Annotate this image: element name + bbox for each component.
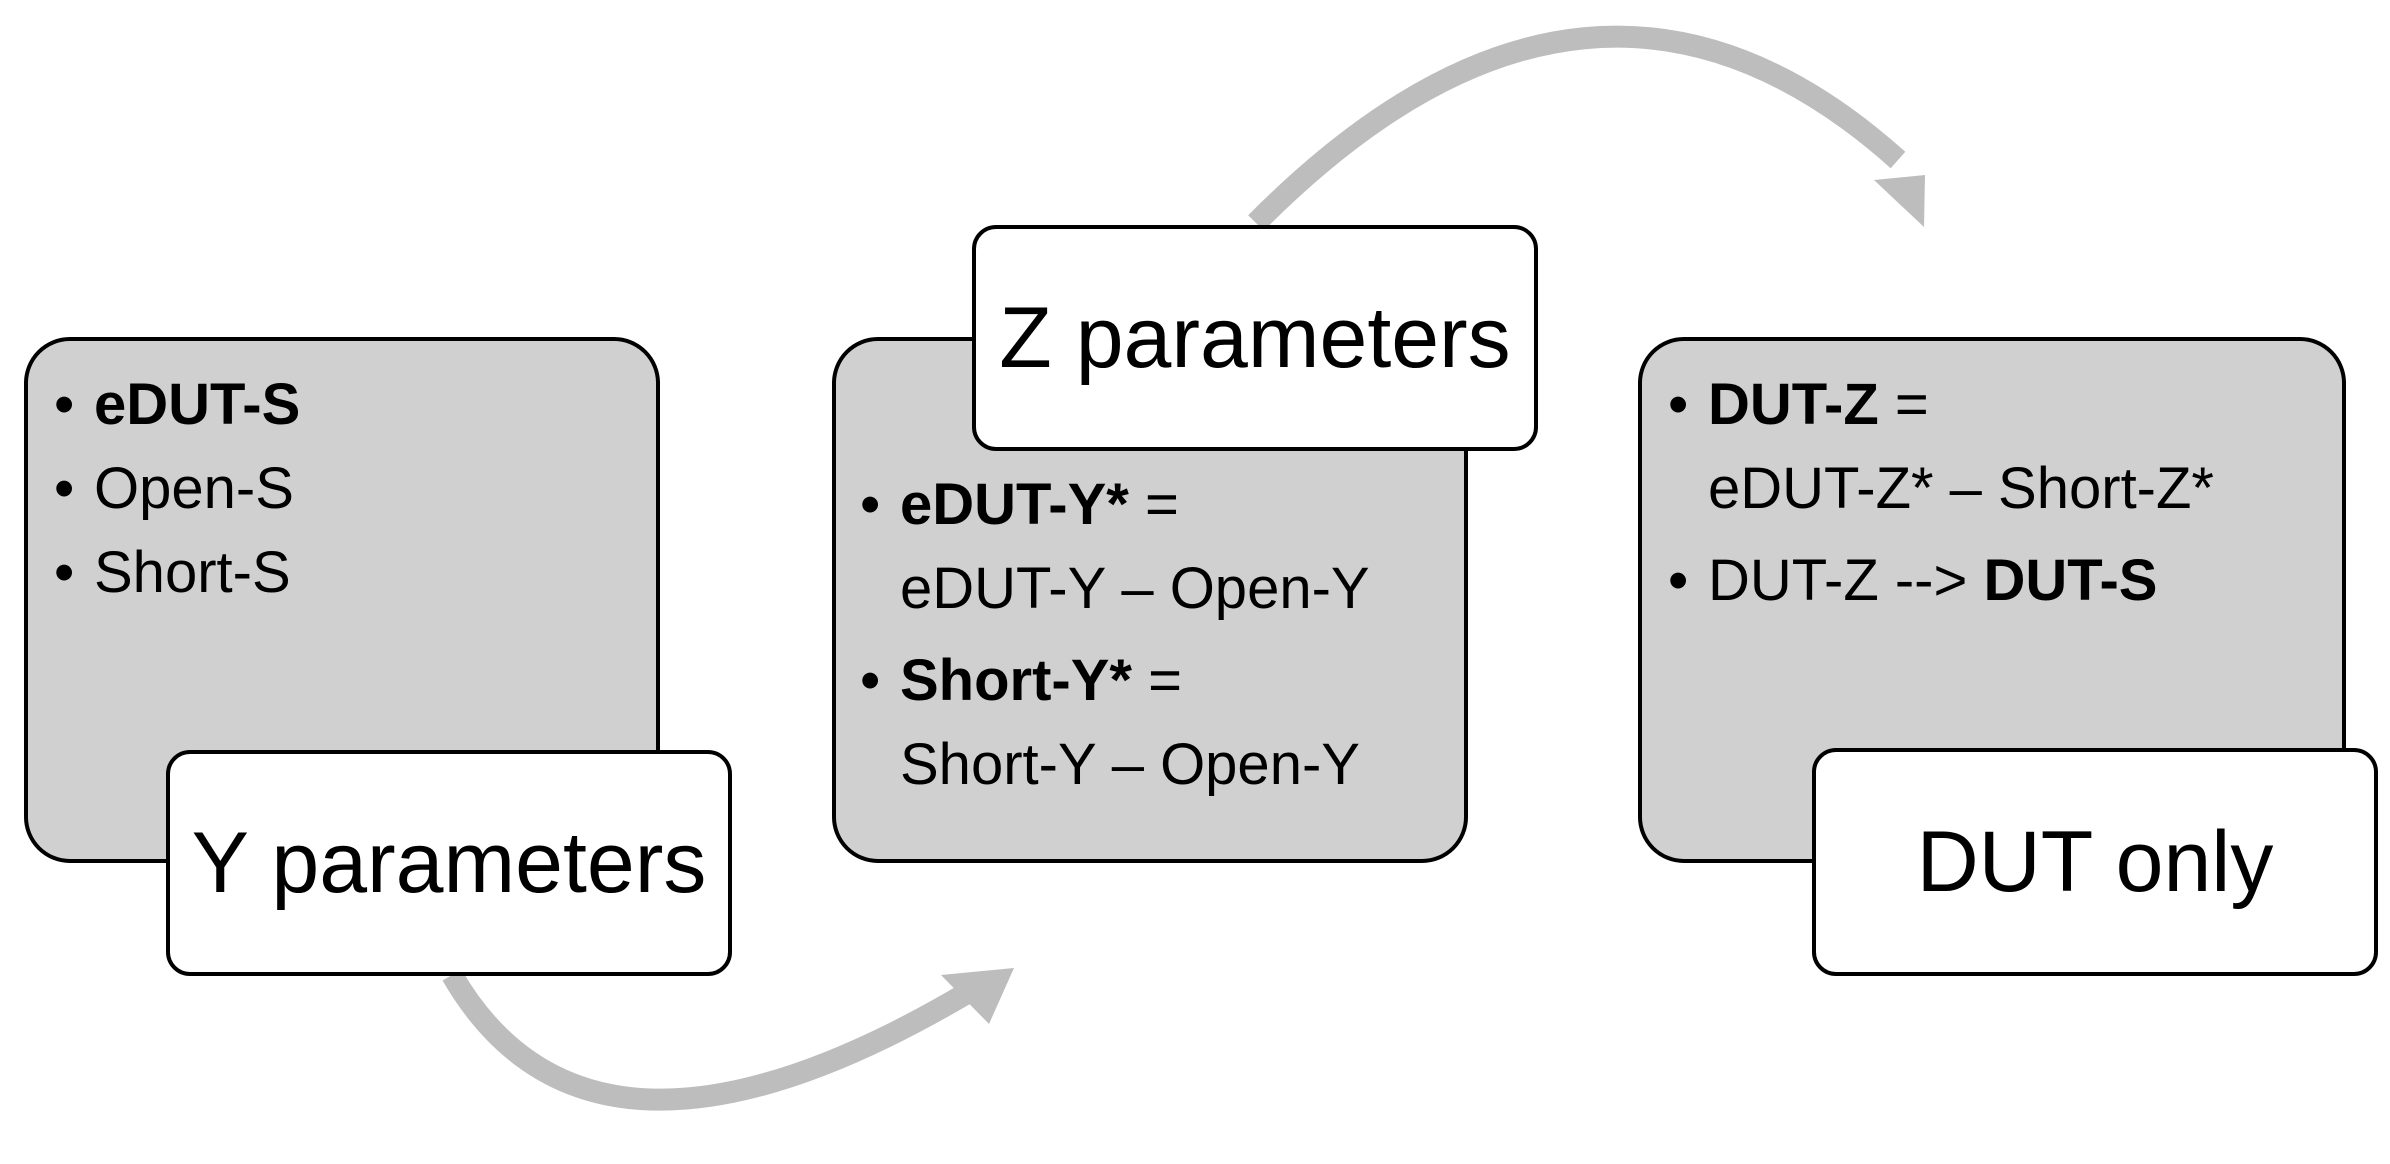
item-text: = xyxy=(1878,372,1929,437)
item-formula: Short-Y – Open-Y xyxy=(900,732,1360,797)
item-bold-text: Short-Y* xyxy=(900,648,1132,713)
item-bold-text: eDUT-Y* xyxy=(900,472,1129,537)
item-formula: eDUT-Z* – Short-Z* xyxy=(1708,456,2214,521)
list-item-edut-s: eDUT-S xyxy=(52,363,300,447)
arrow-z-to-dut xyxy=(1248,25,1906,231)
list-item-dut-z: DUT-Z = eDUT-Z* – Short-Z* xyxy=(1666,363,2214,531)
arrow-y-to-z xyxy=(442,969,973,1111)
list-item-edut-y: eDUT-Y* = eDUT-Y – Open-Y xyxy=(858,463,1370,631)
label-dut-only: DUT only xyxy=(1812,748,2378,976)
item-formula: eDUT-Y – Open-Y xyxy=(900,556,1370,621)
item-text: DUT-Z --> xyxy=(1708,548,1984,613)
arrow-y-to-z-head xyxy=(941,968,1014,1024)
item-text: = xyxy=(1132,648,1182,713)
list-item-dut-z-to-dut-s: DUT-Z --> DUT-S xyxy=(1666,539,2214,623)
label-y-parameters: Y parameters xyxy=(166,750,732,976)
arrow-z-to-dut-head xyxy=(1874,175,1925,227)
item-text: Open-S xyxy=(94,456,294,521)
item-bold-text: eDUT-S xyxy=(94,372,301,437)
z-parameters-list: eDUT-Y* =eDUT-Y – Open-Y Short-Y* =Short… xyxy=(858,463,1370,815)
label-z-parameters: Z parameters xyxy=(972,225,1538,451)
y-parameters-list: eDUT-S Open-S Short-S xyxy=(52,363,300,615)
list-item-short-y: Short-Y* = Short-Y – Open-Y xyxy=(858,639,1370,807)
list-item-open-s: Open-S xyxy=(52,447,300,531)
item-bold-text: DUT-Z xyxy=(1708,372,1879,437)
list-item-short-s: Short-S xyxy=(52,531,300,615)
item-bold-text: DUT-S xyxy=(1983,548,2158,613)
item-text: Short-S xyxy=(94,540,291,605)
item-text: = xyxy=(1128,472,1179,537)
dut-only-list: DUT-Z = eDUT-Z* – Short-Z* DUT-Z --> DUT-… xyxy=(1666,363,2214,631)
